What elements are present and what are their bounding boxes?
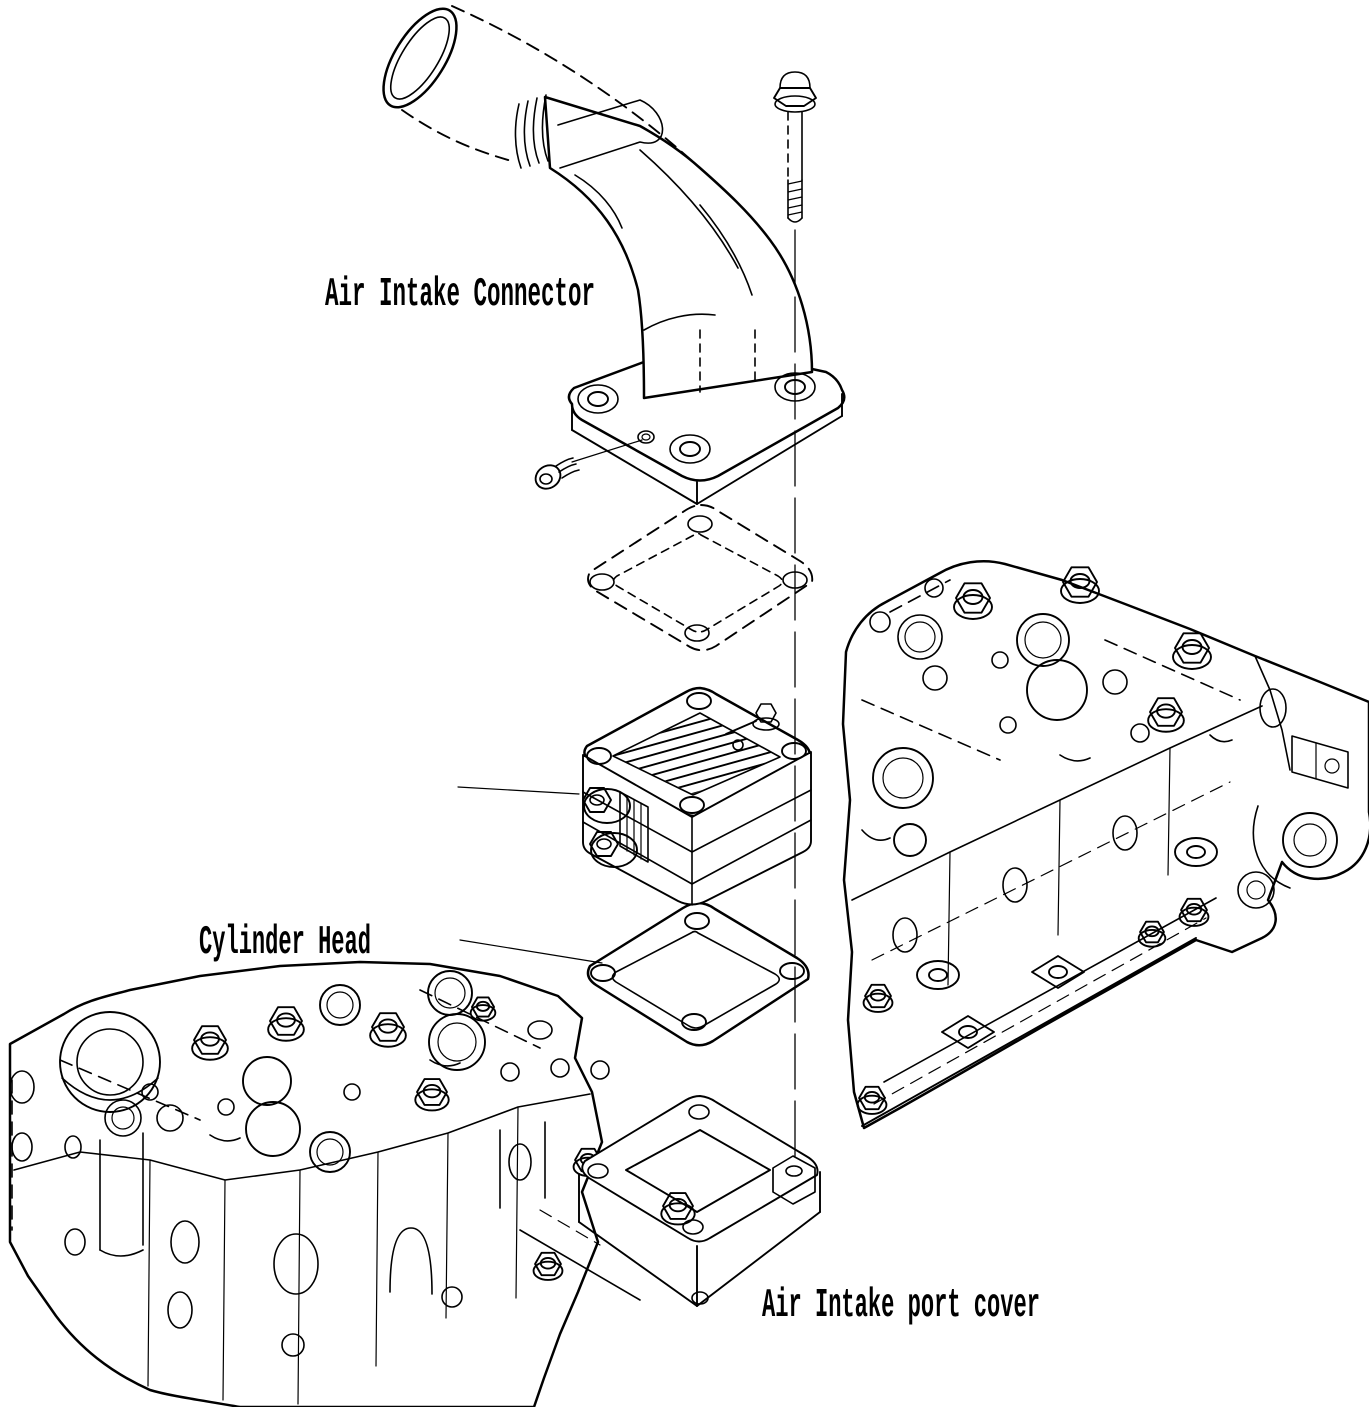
upper-gasket-drawing <box>588 505 812 650</box>
label-cylinder-head: Cylinder Head <box>199 920 371 966</box>
label-air-intake-connector: Air Intake Connector <box>325 272 595 318</box>
connector-flange <box>569 346 844 504</box>
manifold-rail-details <box>856 898 1216 1126</box>
cylinder-head-drawing <box>10 561 1369 1407</box>
cover-side-stud <box>753 704 779 730</box>
cylinder-head-leader-line <box>460 940 602 963</box>
heater-terminal-stud <box>583 788 630 823</box>
cylinder-head-left-block <box>10 962 640 1407</box>
air-intake-connector-drawing <box>369 0 844 504</box>
air-intake-port-flange <box>579 1096 820 1306</box>
label-air-intake-port-cover: Air Intake port cover <box>762 1283 1040 1329</box>
plug-screw-leader-line <box>572 440 642 462</box>
flange-mounting-bolt-drawing <box>774 72 816 222</box>
air-intake-port-cover-drawing <box>458 684 811 905</box>
plug-screw-drawing <box>531 440 642 493</box>
port-cover-leader-line <box>458 787 579 794</box>
hose-bead-ribs <box>515 95 548 168</box>
heater-terminal-stud <box>590 832 637 867</box>
cylinder-head-right-block <box>843 561 1369 1128</box>
lower-gasket-drawing <box>588 903 809 1045</box>
